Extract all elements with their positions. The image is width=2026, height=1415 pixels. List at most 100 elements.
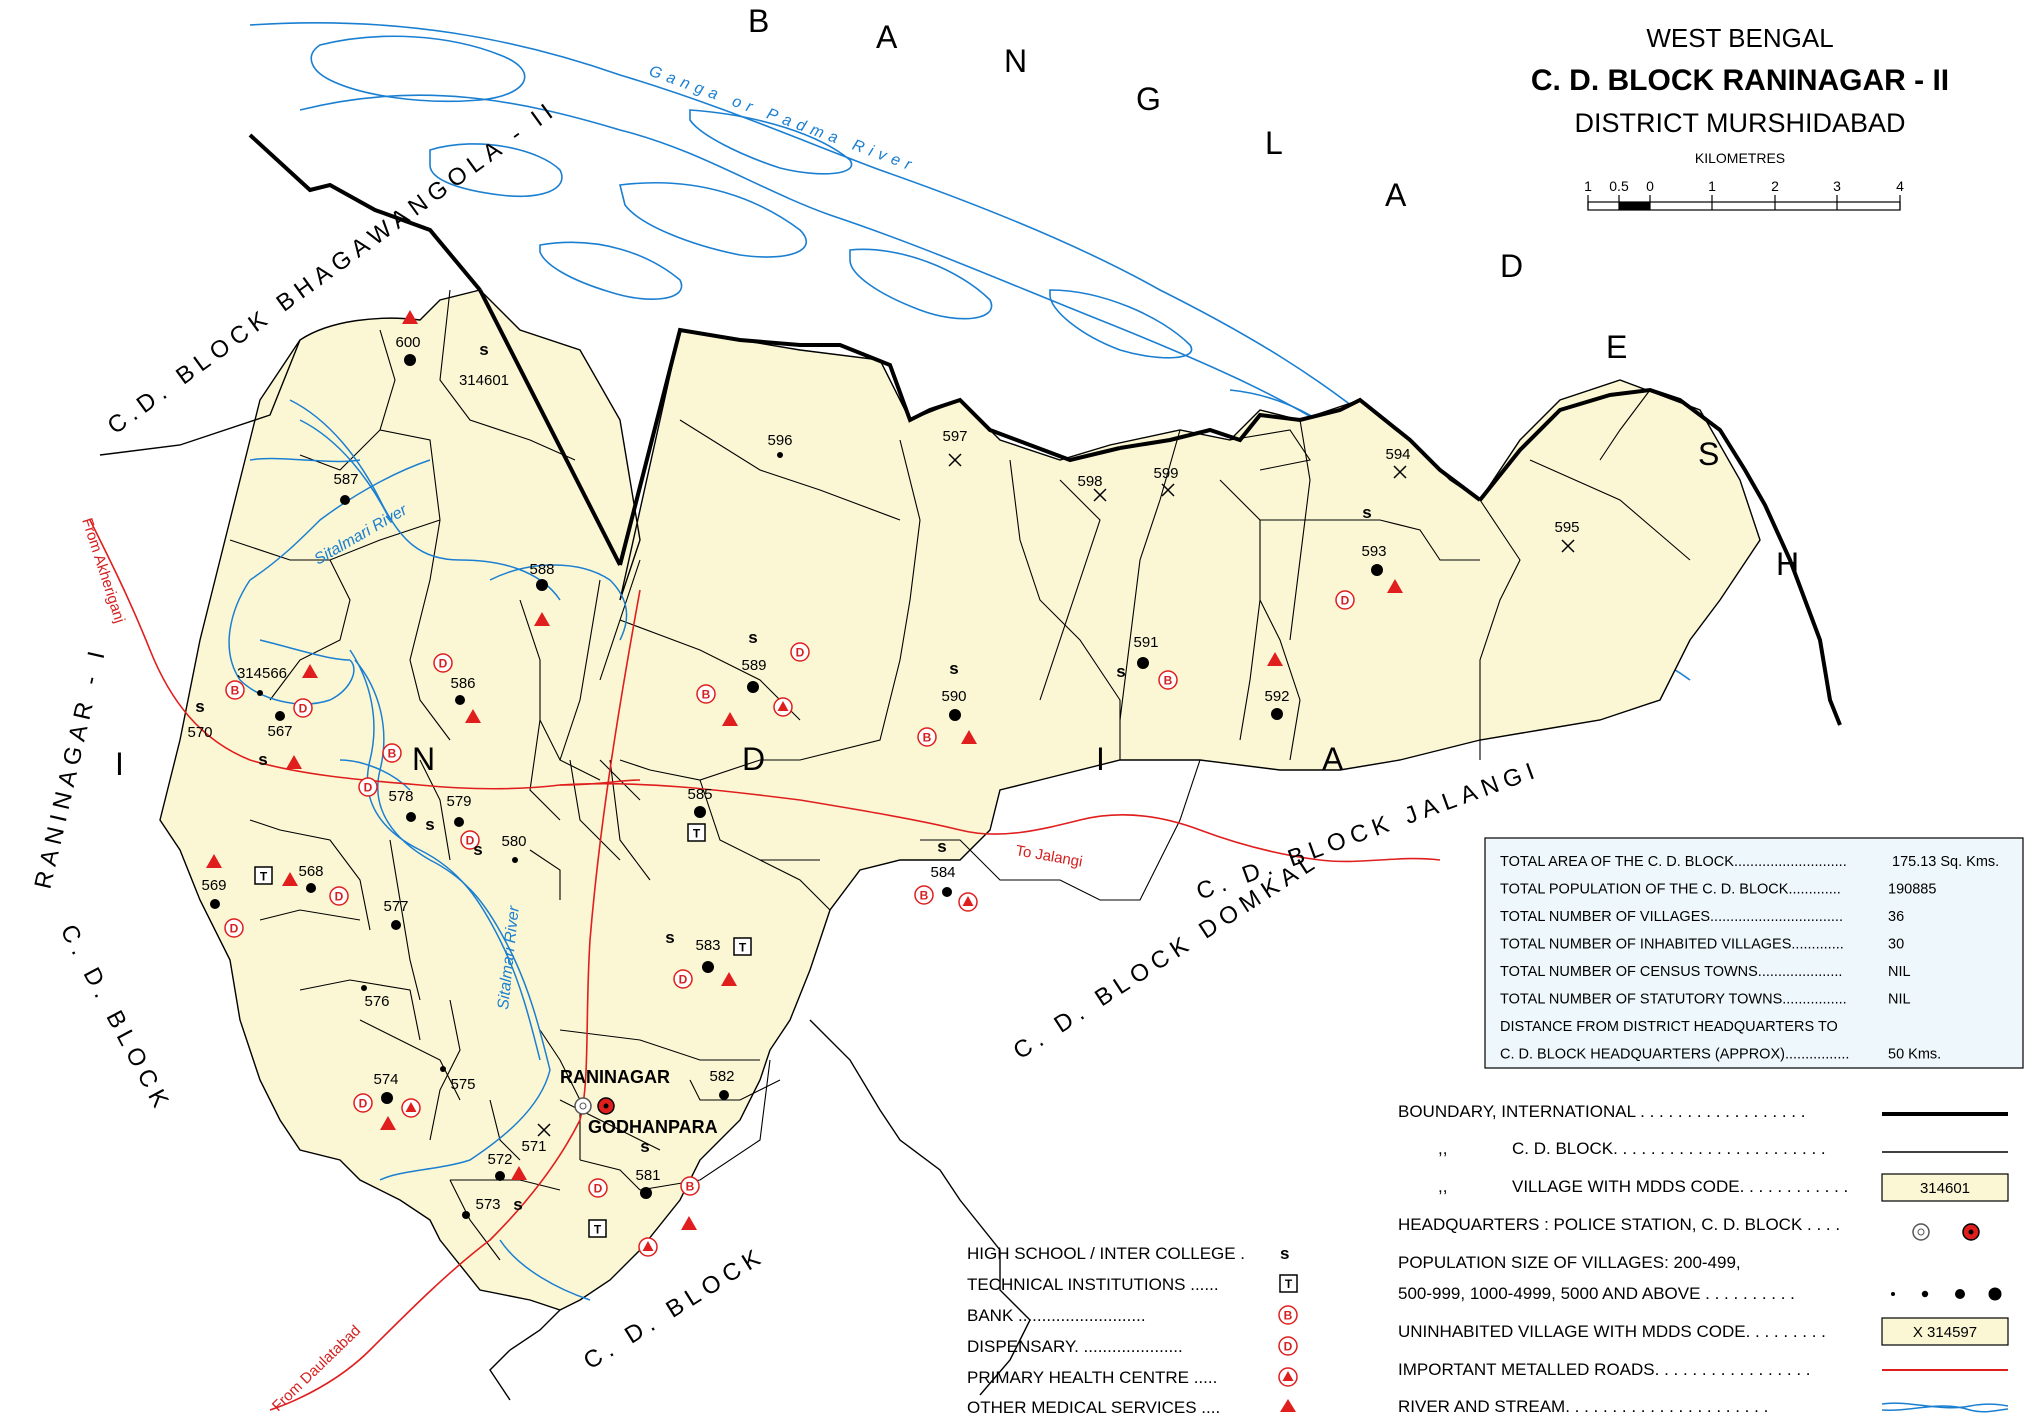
primary-health-centre-icon [401,1098,421,1118]
village-code-label: 567 [267,723,292,740]
stat-value: 175.13 Sq. Kms. [1892,854,1999,870]
legend-intl-label: BOUNDARY, INTERNATIONAL . . . . . . . . … [1398,1102,1805,1121]
legend-item-label: DISPENSARY. ..................... [967,1337,1183,1356]
legend-pop1-label: POPULATION SIZE OF VILLAGES: 200-499, [1398,1253,1741,1272]
village-code-label: 586 [450,675,475,692]
village-code-label: 589 [741,657,766,674]
school-icon: s [937,837,946,856]
dispensary-icon: D [329,886,349,906]
village-dot [942,887,952,897]
medical-service-icon [206,854,222,868]
dispensary-icon: D [353,1093,373,1113]
hq-markers: RANINAGAR GODHANPARA [560,1067,718,1137]
medical-service-icon [465,709,481,723]
technical-institution-icon: T [254,866,273,885]
medical-service-icon [534,612,550,626]
stats-box: TOTAL AREA OF THE C. D. BLOCK...........… [1484,837,2024,1069]
scale-tick: 3 [1833,178,1841,194]
school-icon: s [949,659,958,678]
district-title: DISTRICT MURSHIDABAD [1574,108,1905,138]
legend-item-label: BANK ........................... [967,1306,1146,1325]
village-code-label: 583 [695,937,720,954]
state-title: WEST BENGAL [1646,23,1833,53]
hq-block-label: GODHANPARA [588,1117,718,1137]
village-dot [391,920,401,930]
dispensary-icon: D [790,642,810,662]
stat-value: 50 Kms. [1888,1047,1941,1063]
scale-bar: 1 0.5 0 1 2 3 4 [1584,178,1904,211]
metalled-roads [89,519,1441,1411]
village-dot [694,806,706,818]
lalgola-block-label: C. D. BLOCK [55,920,177,1117]
svg-text:D: D [594,1182,603,1196]
country-letter: N [1004,43,1027,79]
school-icon: s [1362,503,1371,522]
country-letter: I [1096,741,1105,777]
stat-label: DISTANCE FROM DISTRICT HEADQUARTERS TO [1500,1019,1838,1035]
village-code-label: 570 [187,724,212,741]
stat-value: 30 [1888,937,1904,953]
village-code-label: 574 [373,1071,398,1088]
country-letter: H [1776,546,1799,582]
medical-service-icon [1267,652,1283,666]
population-size-icons [1891,1287,2002,1301]
country-letter: E [1606,329,1627,365]
bank-icon: B [1158,670,1178,690]
svg-text:D: D [466,834,475,848]
svg-text:T: T [594,1223,602,1237]
village-code-label: 582 [709,1068,734,1085]
village-dot [536,579,548,591]
village-dot [440,1066,446,1072]
medical-service-icon [282,872,298,886]
road-jalangi-label: To Jalangi [1014,842,1083,870]
country-letter: A [1385,177,1407,213]
bank-icon: B [680,1176,700,1196]
village-code-sample: 314601 [1920,1180,1970,1197]
legend-vil-label: VILLAGE WITH MDDS CODE. . . . . . . . . … [1512,1177,1848,1196]
medical-service-icon [961,730,977,744]
village-dot [702,961,714,973]
svg-text:D: D [230,922,239,936]
medical-service-icon [681,1216,697,1230]
village-dot [361,985,367,991]
village-code-label: 598 [1077,473,1102,490]
scale-tick: 0.5 [1609,178,1629,194]
svg-text:D: D [299,702,308,716]
medical-service-icon [722,712,738,726]
scale-tick: 2 [1771,178,1779,194]
svg-text:B: B [923,731,932,745]
village-code-label: 575 [450,1076,475,1093]
village-dot [462,1211,470,1219]
scale-tick: 4 [1896,178,1904,194]
dispensary-icon: D [460,830,480,850]
school-icon: s [665,928,674,947]
village-code-label: 577 [383,898,408,915]
school-icon: s [748,628,757,647]
legend-uninhab-label: UNINHABITED VILLAGE WITH MDDS CODE. . . … [1398,1322,1826,1341]
svg-text:T: T [739,941,747,955]
school-icon: s [195,697,204,716]
raninagar1-label: RANINAGAR - I [30,643,112,891]
country-letter: D [1500,248,1523,284]
village-boundaries [229,289,1691,1261]
svg-text:D: D [679,973,688,987]
village-dot [257,690,263,696]
village-dot [455,695,465,705]
bank-icon: B [382,743,402,763]
svg-text:B: B [702,688,711,702]
village-dot [404,354,416,366]
country-letter: I [115,746,124,782]
uninhabited-village-icon [1093,488,1107,502]
medical-service-icon [1387,579,1403,593]
bangladesh-label: B A N G L A D E S H [748,3,1799,582]
svg-text:D: D [439,657,448,671]
legend-pop2-label: 500-999, 1000-4999, 5000 AND ABOVE . . .… [1398,1284,1795,1303]
legend-cd-label: C. D. BLOCK. . . . . . . . . . . . . . .… [1512,1139,1826,1158]
village-code-label: 590 [941,688,966,705]
svg-text:D: D [1284,1340,1293,1354]
stat-value: 190885 [1888,882,1936,898]
school-icon: s [479,340,488,359]
title-block: WEST BENGAL C. D. BLOCK RANINAGAR - II D… [1531,23,1949,166]
village-code-label: 572 [487,1151,512,1168]
village-code-label: 588 [529,561,554,578]
